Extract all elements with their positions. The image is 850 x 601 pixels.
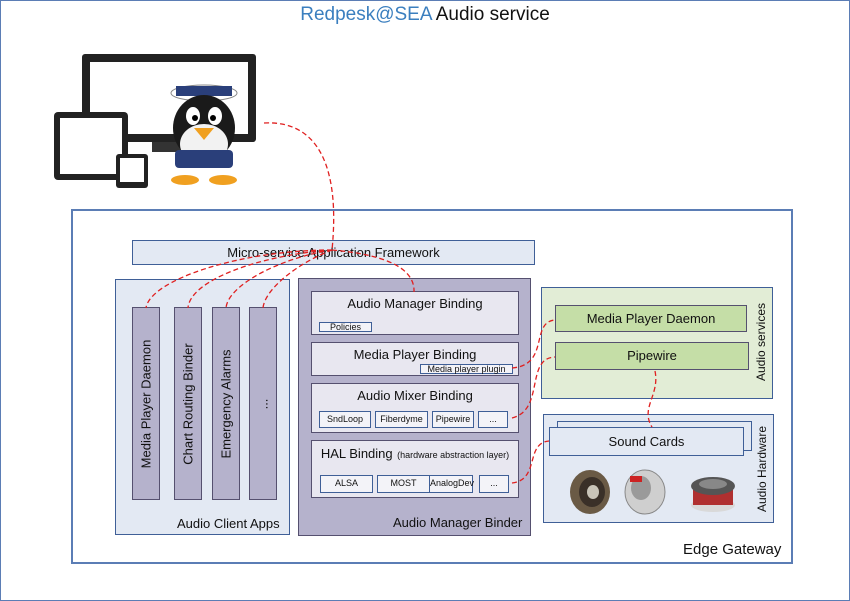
mixer-chip: SndLoop [319, 411, 371, 428]
audio-hardware-label: Audio Hardware [755, 425, 769, 513]
media-player-plugin-chip: Media player plugin [420, 364, 513, 374]
client-app-label: Emergency Alarms [218, 348, 234, 459]
hal-note: (hardware abstraction layer) [397, 450, 510, 460]
client-app-more: ... [249, 307, 277, 500]
client-app-media-player: Media Player Daemon [132, 307, 160, 500]
mixer-chip: Fiberdyme [375, 411, 428, 428]
edge-gateway-label: Edge Gateway [683, 541, 782, 558]
mixer-chip: Pipewire [432, 411, 474, 428]
client-app-label: Media Player Daemon [138, 339, 154, 468]
service-pipewire: Pipewire [555, 342, 749, 370]
media-player-binding-label: Media Player Binding [353, 347, 477, 362]
client-app-label: Chart Routing Binder [180, 342, 196, 465]
mixer-chip: ... [478, 411, 508, 428]
service-label: Media Player Daemon [586, 311, 716, 326]
framework-label: Micro-service Application Framework [227, 245, 440, 260]
hal-chip: MOST [377, 475, 430, 493]
client-apps-label: Audio Client Apps [177, 516, 280, 531]
client-app-label: ... [255, 398, 271, 409]
audio-hardware-label-wrap: Audio Hardware [753, 420, 771, 518]
hal-title: HAL Binding (hardware abstraction layer) [312, 445, 518, 463]
sound-cards-box: Sound Cards [549, 427, 744, 456]
sound-cards-label: Sound Cards [608, 434, 685, 449]
title-highlight: Redpesk@SEA [300, 4, 432, 25]
manager-binder-label: Audio Manager Binder [393, 515, 523, 530]
title-rest: Audio service [435, 4, 550, 25]
policies-chip: Policies [319, 322, 372, 332]
media-player-binding: Media Player Binding Media player plugin [311, 342, 519, 376]
hal-binding: HAL Binding (hardware abstraction layer)… [311, 440, 519, 498]
audio-mixer-binding: Audio Mixer Binding SndLoop Fiberdyme Pi… [311, 383, 519, 433]
client-app-chart-routing: Chart Routing Binder [174, 307, 202, 500]
client-app-emergency: Emergency Alarms [212, 307, 240, 500]
hal-chip: ... [479, 475, 509, 493]
diagram-title: Redpesk@SEA Audio service [0, 4, 850, 26]
audio-mixer-label: Audio Mixer Binding [357, 388, 473, 403]
hal-chip: AnalogDev [429, 475, 474, 493]
audio-manager-label: Audio Manager Binding [347, 296, 483, 311]
framework-bar: Micro-service Application Framework [132, 240, 535, 265]
service-label: Pipewire [627, 348, 677, 363]
hal-chip: ALSA [320, 475, 373, 493]
hal-label: HAL Binding [320, 446, 393, 461]
audio-services-label: Audio services [754, 302, 768, 382]
service-media-player-daemon: Media Player Daemon [555, 305, 747, 332]
audio-services-label-wrap: Audio services [752, 292, 770, 392]
audio-manager-binding: Audio Manager Binding Policies [311, 291, 519, 335]
